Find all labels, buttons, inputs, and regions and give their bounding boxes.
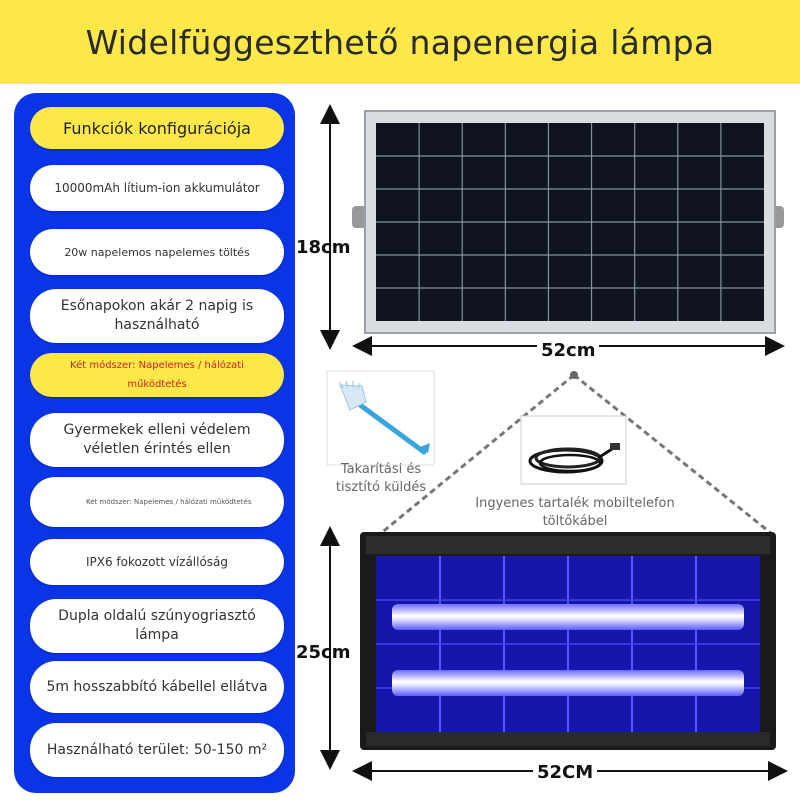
feature-extension-cable: 5m hosszabbító kábellel ellátva bbox=[30, 661, 284, 713]
solar-width-label: 52cm bbox=[537, 340, 600, 361]
page-title: Widelfüggeszthető napenergia lámpa bbox=[85, 22, 715, 62]
features-panel: Funkciók konfigurációja 10000mAh lítium-… bbox=[14, 93, 295, 793]
title-bar: Widelfüggeszthető napenergia lámpa bbox=[0, 0, 800, 84]
cleaning-brush bbox=[326, 370, 435, 466]
solar-grid bbox=[376, 123, 764, 321]
uv-tube-top bbox=[392, 604, 744, 630]
brush-caption: Takarítási és tisztító küldés bbox=[335, 462, 427, 495]
lamp-width-label: 52CM bbox=[533, 762, 598, 783]
feature-solar-charging: 20w napelemos napelemes töltés bbox=[30, 229, 284, 275]
uv-tube-bottom bbox=[392, 670, 744, 696]
feature-rainy-days: Esőnapokon akár 2 napig is használható bbox=[30, 289, 284, 343]
hanging-chain bbox=[379, 371, 773, 536]
feature-battery: 10000mAh lítium-ion akkumulátor bbox=[30, 165, 284, 211]
solar-mount-left bbox=[352, 206, 366, 228]
feature-two-methods: Két módszer: Napelemes / hálózati működt… bbox=[30, 353, 284, 397]
mosquito-lamp bbox=[360, 532, 776, 750]
feature-double-sided: Dupla oldalú szúnyogriasztó lámpa bbox=[30, 599, 284, 653]
feature-coverage-area: Használható terület: 50-150 m² bbox=[30, 723, 284, 777]
feature-waterproof: IPX6 fokozott vízállóság bbox=[30, 539, 284, 585]
features-header: Funkciók konfigurációja bbox=[30, 107, 284, 149]
solar-height-label: 18cm bbox=[296, 237, 351, 258]
solar-panel bbox=[352, 110, 784, 334]
feature-child-protection: Gyermekek elleni védelem véletlen érinté… bbox=[30, 413, 284, 467]
charging-cable bbox=[520, 415, 627, 485]
lamp-height-label: 25cm bbox=[296, 642, 351, 663]
cable-caption: Ingyenes tartalék mobiltelefon töltőkábe… bbox=[475, 496, 675, 529]
feature-two-methods-alt: Két módszer: Napelemes / hálózati működt… bbox=[30, 477, 284, 527]
